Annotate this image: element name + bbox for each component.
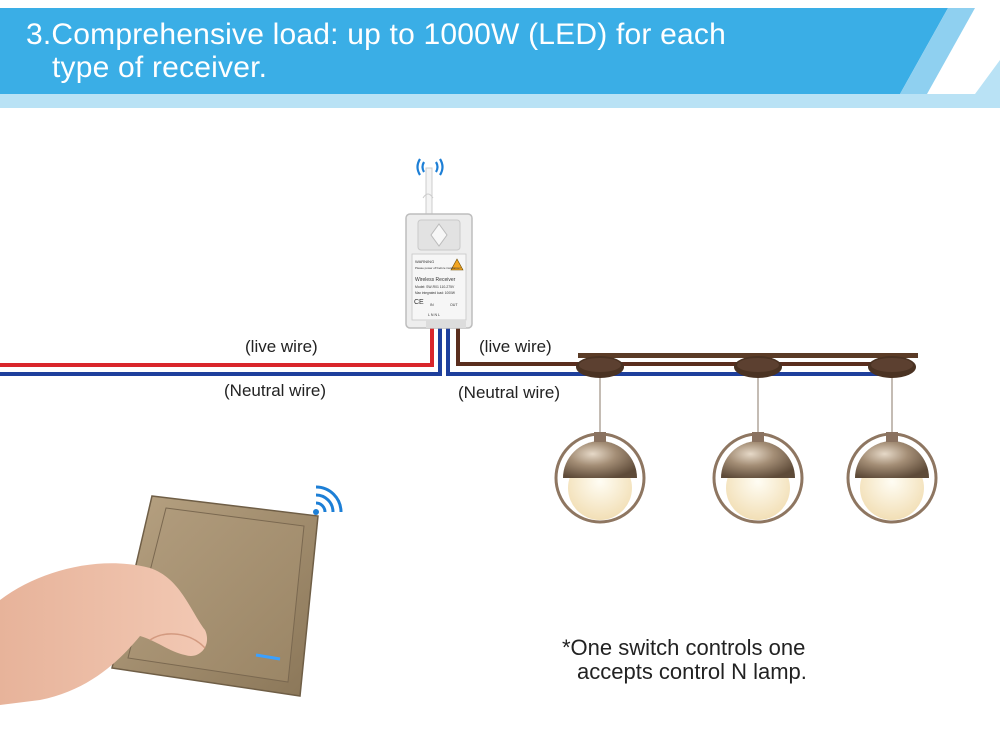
warning-text: Please power off before installation! [415, 266, 461, 270]
warning-icon [450, 258, 464, 271]
neutral-wire-label-right: (Neutral wire) [458, 383, 561, 402]
pendant-lamp-1 [554, 356, 646, 524]
banner-main [0, 8, 948, 94]
title-line-1: 3.Comprehensive load: up to 1000W (LED) … [26, 18, 726, 51]
note-line-2: accepts control N lamp. [577, 659, 807, 684]
product-max-load: Max integrated load: 1000W [415, 291, 455, 295]
product-model: Model: SW-R01 110-275V [415, 285, 455, 289]
note-line-1: *One switch controls one [562, 635, 806, 660]
pendant-lamp-2 [712, 356, 804, 524]
live-wire-label-right: (live wire) [479, 337, 552, 356]
live-wire-left [0, 328, 434, 367]
wifi-signal-icon [416, 158, 444, 176]
neutral-wire-left [0, 328, 442, 376]
switch-indicator-light [255, 653, 281, 661]
terminal-out-label: OUT [450, 303, 458, 307]
wifi-signal-icon [313, 485, 343, 515]
banner-stripe [0, 60, 1000, 108]
receiver-antenna [422, 167, 434, 217]
pendant-lamp-3 [846, 356, 938, 524]
terminal-in-label: IN [430, 303, 434, 307]
title-line-2: type of receiver. [52, 51, 268, 84]
warning-title: WARNING [415, 259, 434, 264]
release-button [430, 223, 448, 247]
hand [0, 563, 208, 705]
ce-mark: CE [414, 299, 424, 306]
live-wire-label-left: (live wire) [245, 337, 318, 356]
page-title: 3.Comprehensive load: up to 1000W (LED) … [26, 18, 866, 84]
note-text: *One switch controls one accepts control… [562, 636, 807, 684]
lamp-track [578, 353, 918, 358]
banner-background [0, 8, 1000, 108]
wireless-receiver: WARNING Please power off before installa… [405, 213, 473, 329]
banner-accent [900, 8, 975, 94]
terminal-letters: L N N L [428, 313, 440, 317]
product-name: Wireless Receiver [415, 277, 456, 283]
neutral-wire-label-left: (Neutral wire) [224, 381, 327, 400]
header-banner: 3.Comprehensive load: up to 1000W (LED) … [0, 0, 1000, 110]
